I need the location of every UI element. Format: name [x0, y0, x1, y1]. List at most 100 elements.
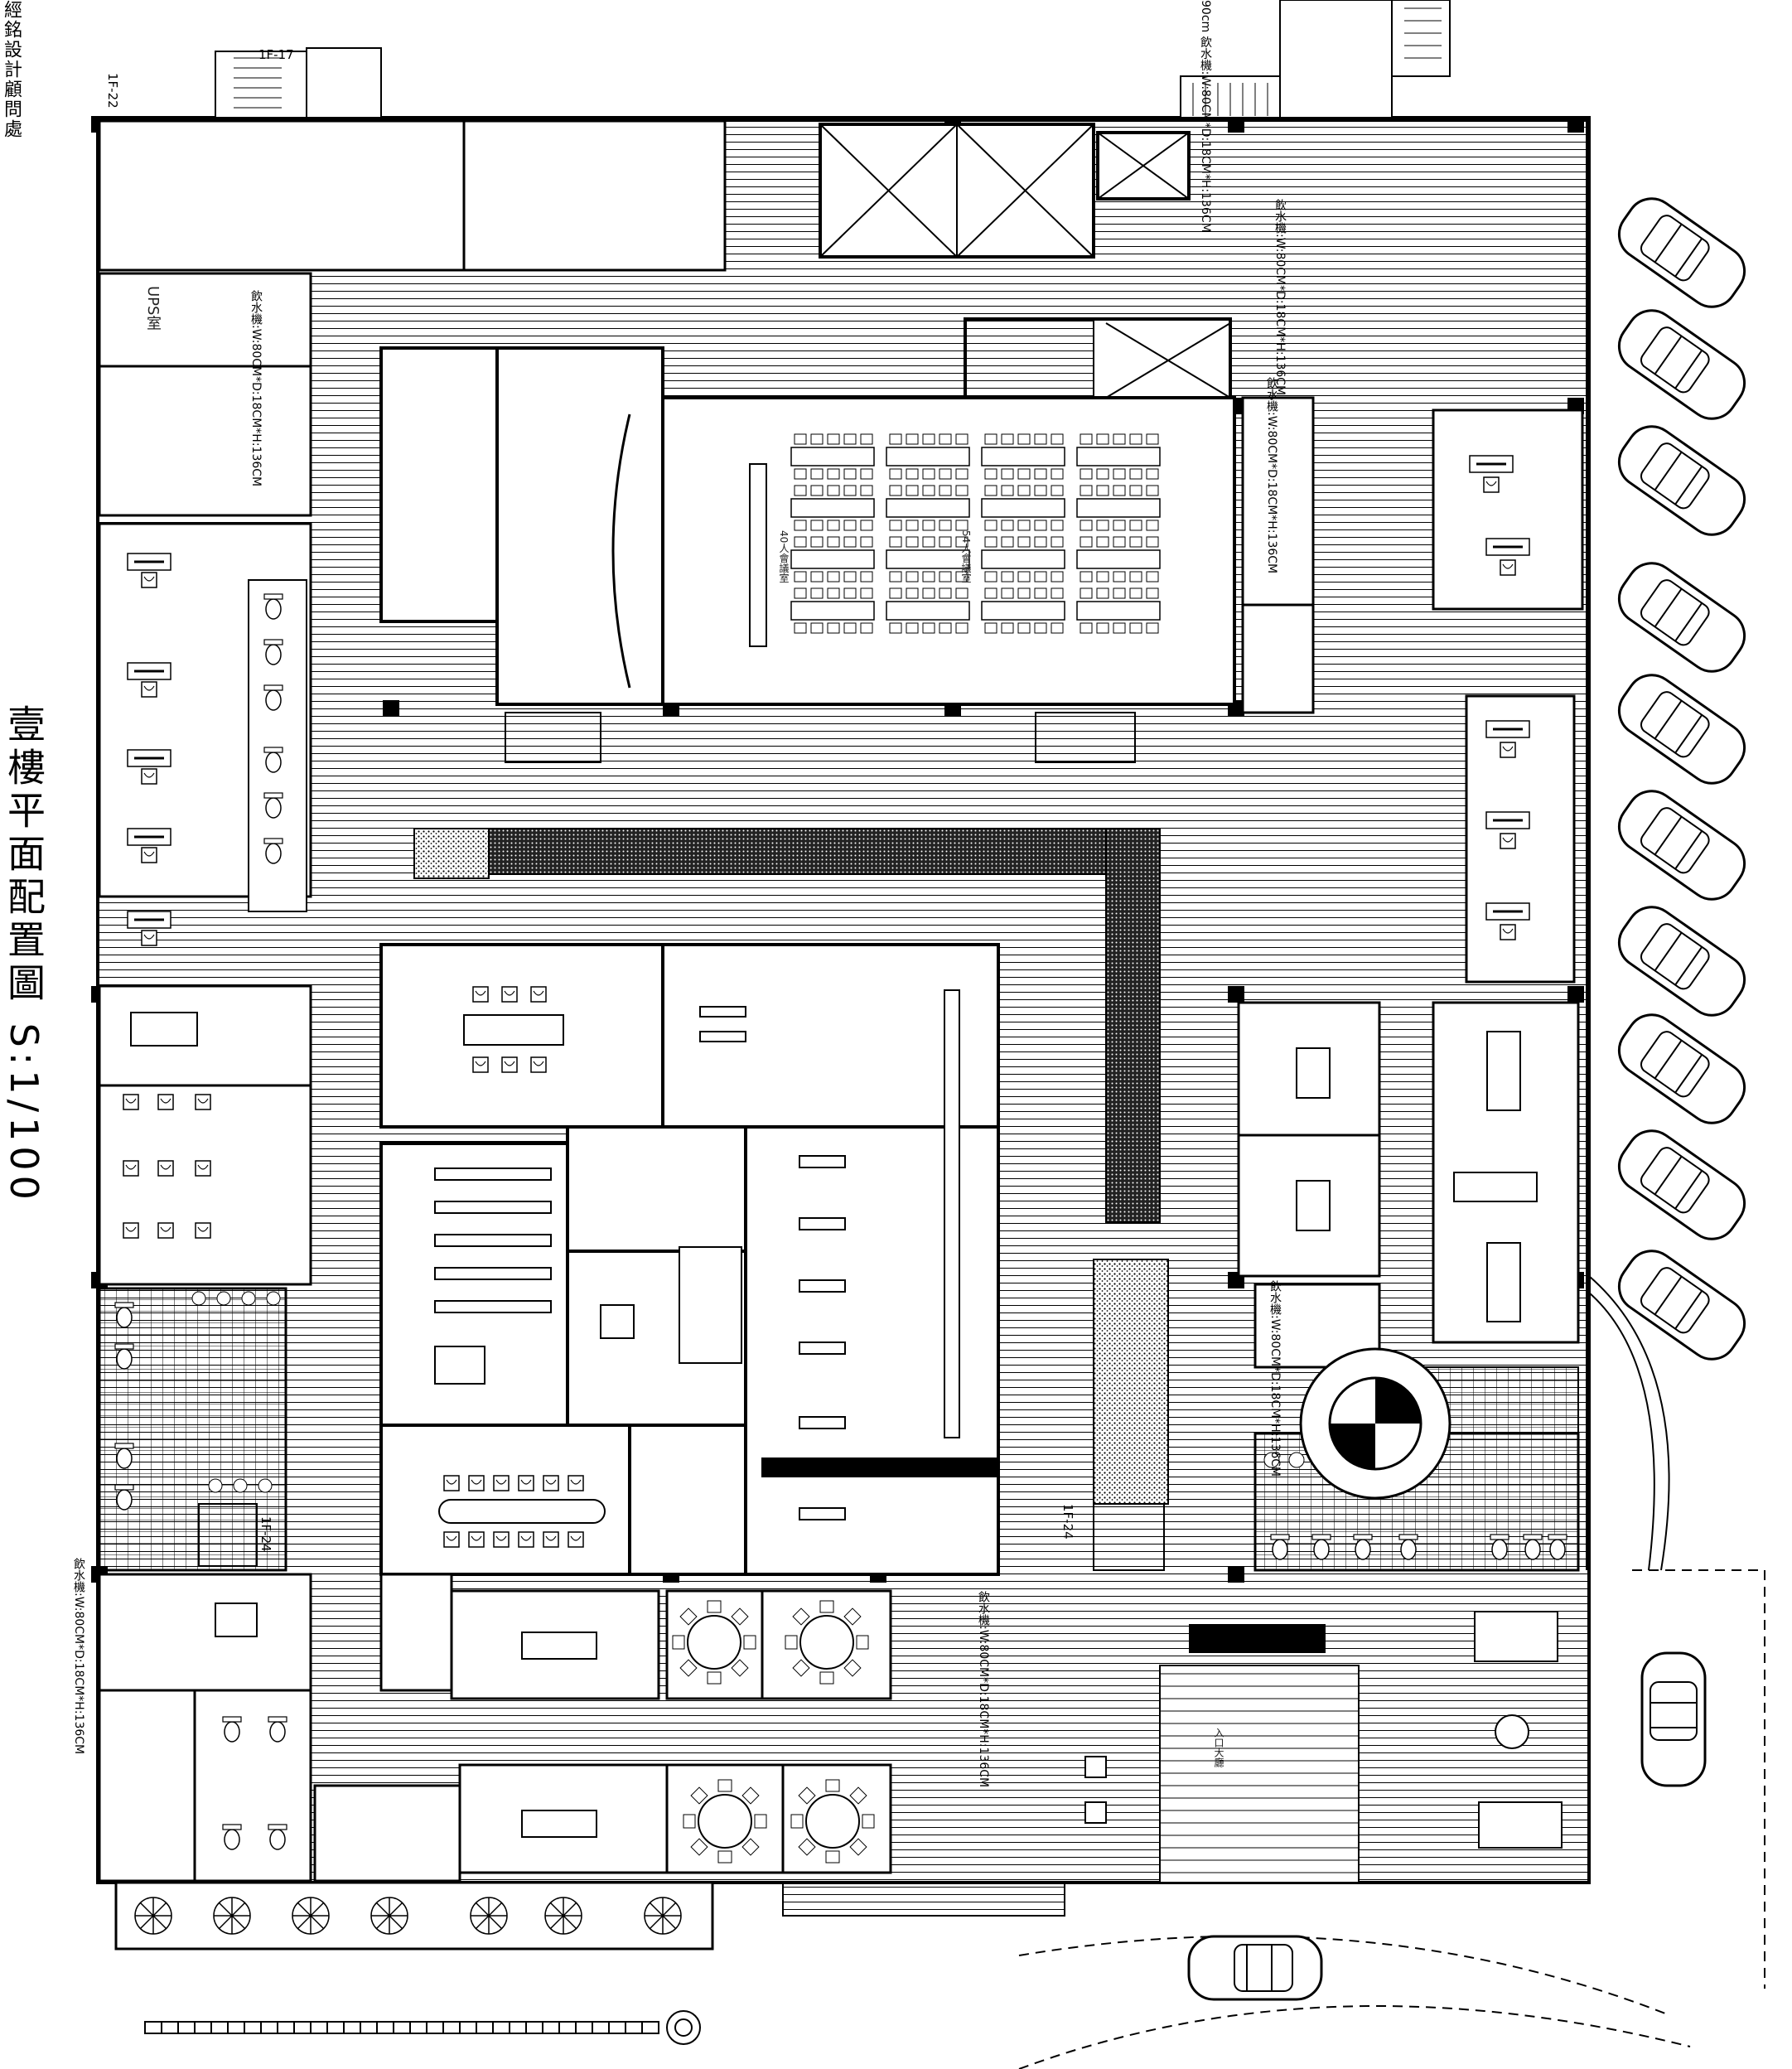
conference-chair [1034, 571, 1047, 583]
conference-desks [790, 433, 1161, 634]
round-lobby [1299, 1347, 1451, 1500]
conference-chair [843, 485, 857, 496]
elevator-boxes [819, 123, 1231, 399]
conference-chair [827, 433, 840, 445]
conference-chair [1080, 622, 1093, 634]
conference-chair [939, 536, 952, 548]
conference-chair [889, 468, 902, 480]
conference-desk [790, 447, 875, 466]
conference-chair [860, 536, 873, 548]
conference-chair [843, 468, 857, 480]
conference-desk [1076, 447, 1161, 466]
center-furniture [434, 989, 999, 1524]
conference-chair [1017, 468, 1031, 480]
conference-chair [922, 571, 935, 583]
conference-chair [794, 587, 807, 599]
conference-chair [939, 587, 952, 599]
drawing-corner-title: 經銘設計顧問處 [1, 0, 22, 139]
conference-chair [1080, 571, 1093, 583]
conference-chair [860, 571, 873, 583]
conference-chair [1080, 536, 1093, 548]
floor-tag-1f22: 1F-22 [105, 73, 120, 109]
conference-chair [1034, 622, 1047, 634]
conference-chair [1080, 433, 1093, 445]
conference-chair [843, 536, 857, 548]
conference-chair [1146, 571, 1159, 583]
conference-chair [955, 485, 968, 496]
conference-chair [1051, 433, 1064, 445]
conference-chair [1034, 433, 1047, 445]
conference-chair [827, 485, 840, 496]
conference-chair [1129, 536, 1142, 548]
conference-chair [984, 485, 997, 496]
stairs [198, 318, 1165, 1571]
dim-note-5: 飲水機:W:80CM*D:18CM*H:136CM [72, 1558, 85, 1755]
conference-chair [794, 485, 807, 496]
bottom-left-offices [98, 1573, 461, 1883]
conference-chair [1129, 485, 1142, 496]
conference-chair [1113, 622, 1126, 634]
entrance-canopy [1018, 1569, 1765, 2069]
conference-chair [1129, 433, 1142, 445]
conference-chair [1113, 571, 1126, 583]
conference-chair [1146, 433, 1159, 445]
conference-chair [1080, 485, 1093, 496]
room-40-label: 40人會議室 [778, 530, 790, 583]
site-strip [144, 2010, 701, 2045]
dim-note-3: 飲水機:W:80CM*D:18CM*H:136CM [1268, 1280, 1282, 1477]
conference-chair [843, 433, 857, 445]
conference-chair [810, 520, 824, 531]
conference-chair [1017, 520, 1031, 531]
conference-chair [1051, 622, 1064, 634]
conference-desk [886, 601, 970, 621]
conference-chair [889, 571, 902, 583]
conference-chair [843, 520, 857, 531]
conference-chair [889, 622, 902, 634]
conference-chair [860, 433, 873, 445]
top-structures [215, 0, 1451, 118]
conference-chair [955, 468, 968, 480]
conference-chair [1001, 622, 1014, 634]
conference-chair [1096, 571, 1109, 583]
conference-chair [889, 536, 902, 548]
floor-tag-1f24-left: 1F-24 [258, 1516, 273, 1552]
left-corridor-toilets [248, 579, 307, 912]
conference-chair [810, 485, 824, 496]
conference-chair [794, 536, 807, 548]
conference-chair [1017, 536, 1031, 548]
conference-chair [906, 622, 919, 634]
conference-chair [1096, 485, 1109, 496]
conference-chair [827, 536, 840, 548]
conference-chair [955, 571, 968, 583]
conference-chair [939, 520, 952, 531]
conference-chair [1051, 587, 1064, 599]
conference-chair [939, 468, 952, 480]
conference-desk [981, 498, 1065, 518]
conference-chair [860, 468, 873, 480]
conference-desk [1076, 549, 1161, 569]
conference-seating [611, 413, 767, 689]
conference-chair [1017, 587, 1031, 599]
conference-chair [939, 433, 952, 445]
conference-chair [906, 520, 919, 531]
conference-chair [1080, 468, 1093, 480]
entrance-lobby [1084, 1611, 1563, 1883]
conference-chair [1001, 485, 1014, 496]
conference-desk [981, 549, 1065, 569]
conference-chair [1051, 571, 1064, 583]
conference-chair [1080, 520, 1093, 531]
bottom-left-fixtures [215, 1603, 287, 1850]
conference-chair [1096, 433, 1109, 445]
conference-chair [984, 587, 997, 599]
dim-note-7: 90cm 飲水機:W:80CM*D:18CM*H:136CM [1199, 0, 1212, 233]
conference-chair [889, 485, 902, 496]
conference-chair [843, 587, 857, 599]
conference-chair [1017, 622, 1031, 634]
exterior-curve [1588, 1275, 1670, 1571]
conference-chair [827, 587, 840, 599]
conference-desk [981, 601, 1065, 621]
conference-chair [1096, 622, 1109, 634]
conference-chair [955, 520, 968, 531]
floor-tag-1f24-right: 1F-24 [1060, 1504, 1075, 1540]
conference-chair [810, 433, 824, 445]
